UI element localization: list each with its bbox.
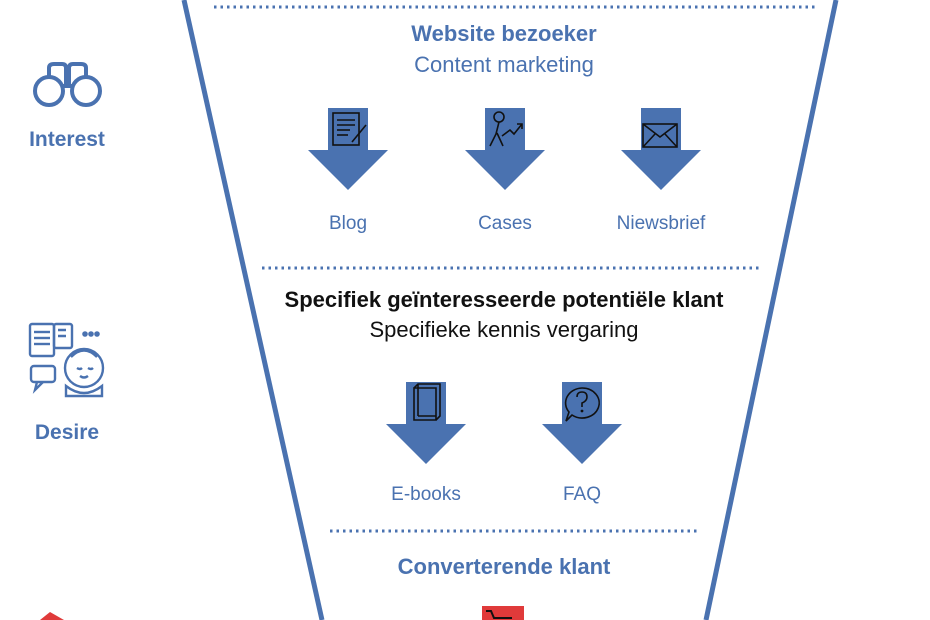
funnel-left-wall <box>181 0 325 620</box>
ebooks-arrow <box>386 382 466 464</box>
book-icon <box>413 383 441 421</box>
visitor-title: Website bezoeker <box>411 21 597 46</box>
cases-arrow <box>465 108 545 190</box>
newsletter-arrow <box>621 108 701 190</box>
stage-label-desire: Desire <box>34 421 100 444</box>
growth-chart-person-icon <box>489 111 523 147</box>
thinking-person-icon <box>28 322 105 398</box>
binoculars-icon <box>33 62 102 107</box>
blog-arrow <box>308 108 388 190</box>
document-pen-icon <box>332 112 367 146</box>
envelope-icon <box>642 123 678 148</box>
funnel-right-wall <box>703 0 839 620</box>
newsletter-label: Niewsbrief <box>616 213 706 234</box>
action-icon-partial <box>40 612 64 620</box>
faq-arrow <box>542 382 622 464</box>
stage-label-interest: Interest <box>29 128 105 151</box>
cases-label: Cases <box>478 213 532 234</box>
prospect-title: Specifiek geïnteresseerde potentiële kla… <box>284 287 724 312</box>
shopping-cart-icon <box>482 606 524 620</box>
visitor-subtitle: Content marketing <box>414 52 594 77</box>
ebooks-label: E-books <box>391 484 461 505</box>
prospect-subtitle: Specifieke kennis vergaring <box>369 317 639 342</box>
blog-label: Blog <box>328 213 368 234</box>
faq-label: FAQ <box>562 484 601 505</box>
converting-title: Converterende klant <box>397 554 611 579</box>
question-bubble-icon <box>564 387 600 422</box>
